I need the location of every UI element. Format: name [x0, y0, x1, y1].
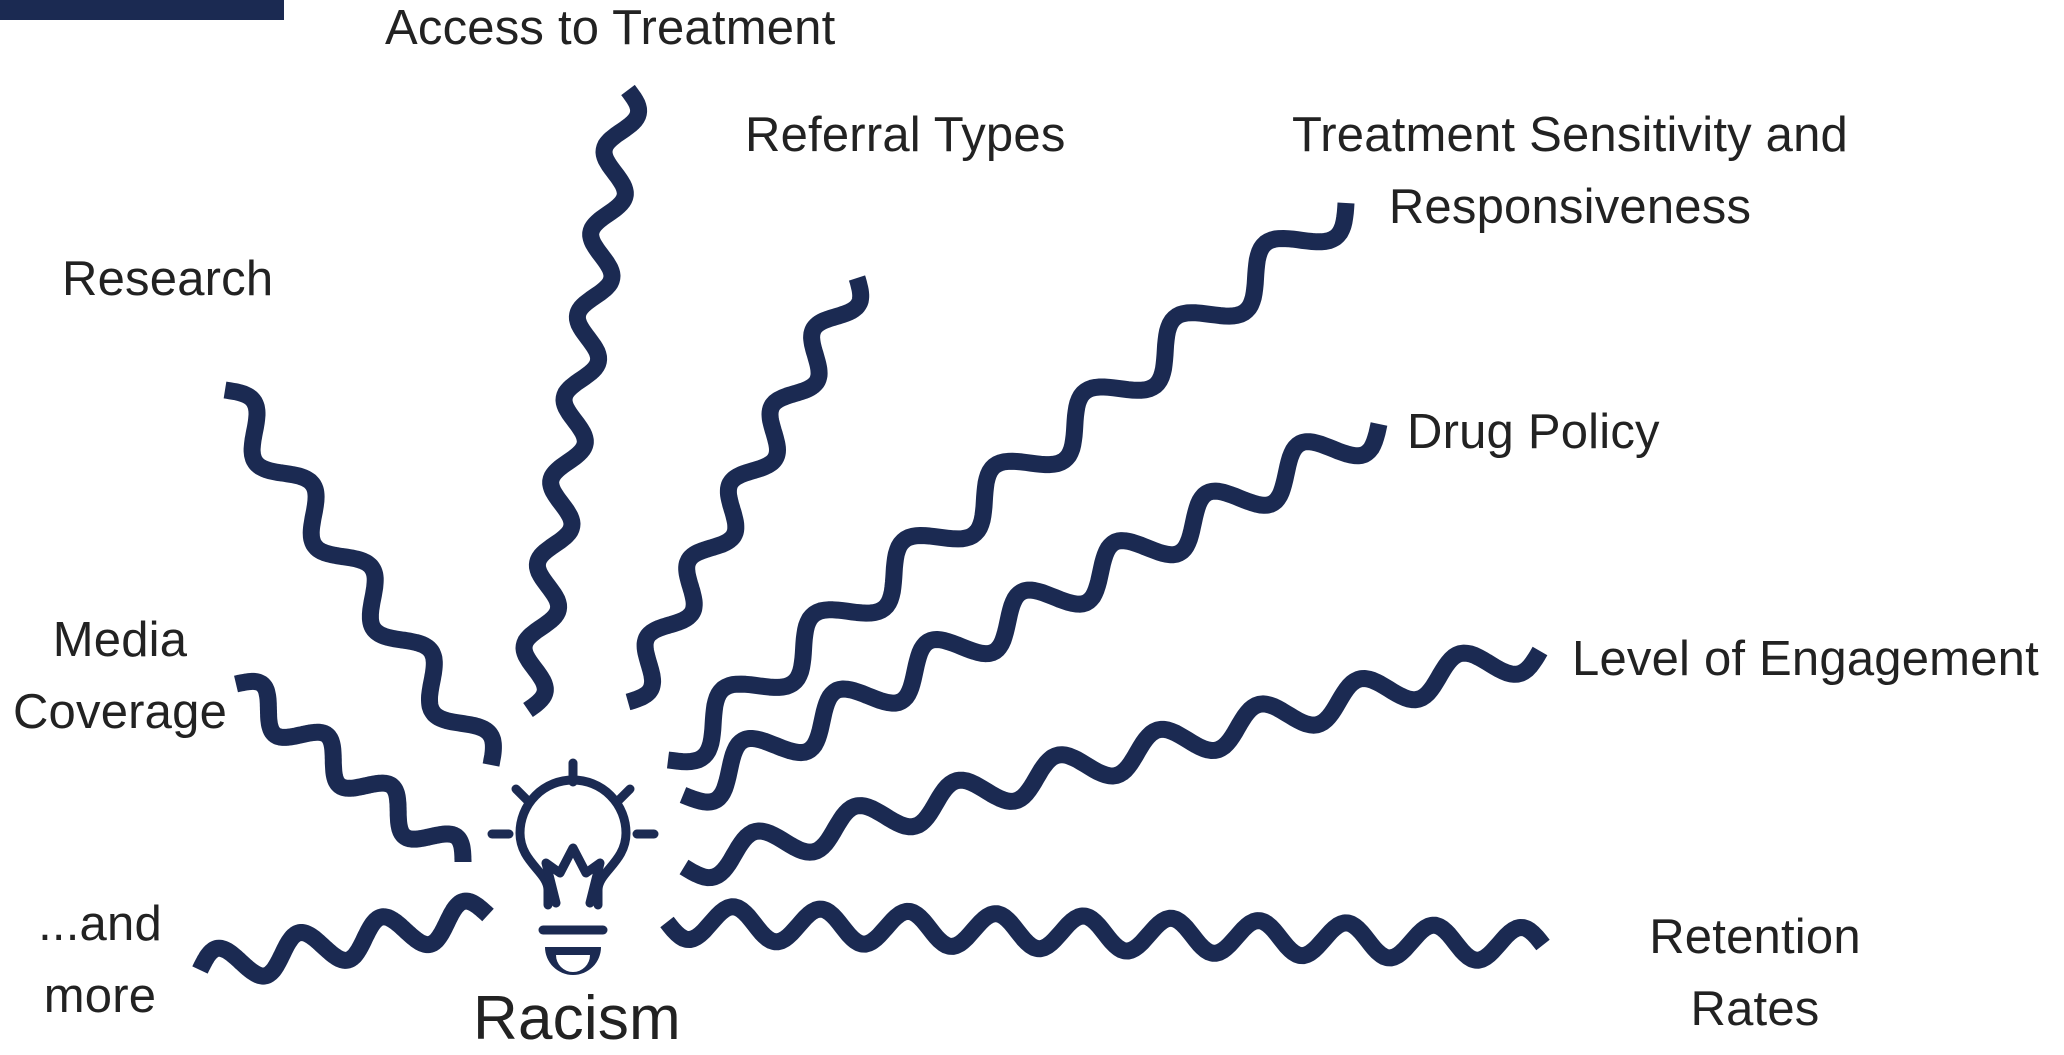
label-and-more: ...and more [38, 897, 162, 1023]
label-media-coverage: Media Coverage [12, 613, 228, 739]
label-referral-types: Referral Types [745, 108, 1066, 162]
wave-more [192, 892, 496, 985]
bulb-glass-icon [515, 775, 631, 910]
label-level-of-engagement: Level of Engagement [1572, 632, 2039, 686]
wave-research [219, 381, 502, 771]
wave-referral [622, 272, 870, 711]
wave-retention [660, 898, 1550, 969]
label-retention-rates: Retention Rates [1649, 910, 1861, 1036]
label-research: Research [62, 252, 274, 306]
label-access-to-treatment: Access to Treatment [385, 1, 836, 55]
ray-top-left-icon [511, 784, 533, 806]
wave-media [229, 672, 472, 869]
lightbulb-icon [487, 758, 659, 975]
filament-icon [541, 843, 605, 908]
ray-top-right-icon [613, 784, 635, 806]
wave-treatment [664, 199, 1355, 771]
header-accent-bar [0, 0, 284, 20]
label-drug-policy: Drug Policy [1407, 405, 1660, 459]
label-treatment-sensitivity: Treatment Sensitivity and Responsiveness [1291, 108, 1849, 234]
wave-engagement [679, 644, 1548, 887]
center-label-racism: Racism [473, 984, 681, 1053]
wave-drug [678, 420, 1388, 811]
wave-access [515, 84, 648, 717]
